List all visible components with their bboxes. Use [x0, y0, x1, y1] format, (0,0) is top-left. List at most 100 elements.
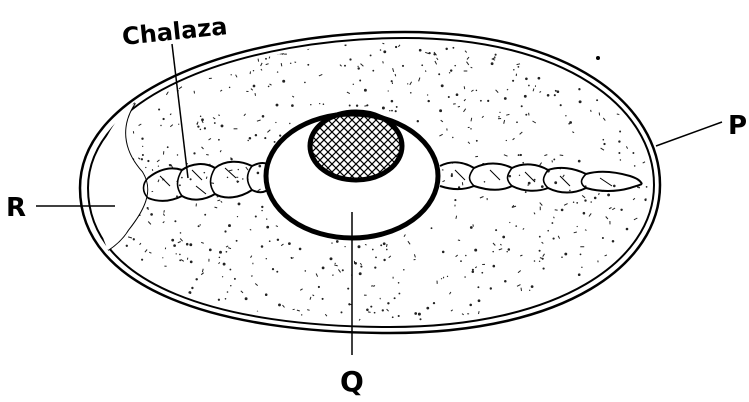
albumen-speck	[283, 305, 285, 307]
albumen-speck	[468, 142, 470, 144]
albumen-speck	[281, 63, 282, 66]
albumen-speck	[544, 155, 547, 156]
albumen-speck	[158, 108, 160, 110]
albumen-speck	[274, 141, 276, 143]
albumen-speck	[374, 266, 376, 268]
albumen-speck	[277, 47, 280, 50]
albumen-speck	[601, 148, 604, 150]
albumen-speck	[493, 243, 495, 246]
albumen-speck	[387, 309, 389, 311]
albumen-speck	[356, 105, 358, 107]
albumen-speck	[398, 315, 400, 317]
albumen-speck	[290, 63, 291, 64]
albumen-speck	[318, 286, 320, 288]
albumen-speck	[206, 177, 207, 179]
albumen-speck	[419, 49, 422, 52]
albumen-speck	[179, 184, 181, 186]
albumen-speck	[498, 116, 500, 118]
albumen-speck	[229, 87, 231, 89]
albumen-speck	[504, 120, 505, 124]
albumen-speck	[591, 110, 592, 112]
albumen-speck	[191, 287, 193, 289]
albumen-speck	[359, 80, 361, 82]
albumen-speck	[226, 246, 228, 247]
albumen-speck	[454, 199, 456, 201]
albumen-speck	[258, 165, 261, 168]
albumen-speck	[265, 293, 268, 296]
albumen-speck	[395, 110, 397, 112]
albumen-speck	[469, 304, 472, 307]
albumen-speck	[402, 65, 404, 67]
albumen-speck	[282, 80, 285, 83]
albumen-speck	[473, 224, 474, 226]
albumen-speck	[179, 87, 182, 89]
albumen-speck	[492, 251, 494, 253]
albumen-speck	[398, 45, 400, 47]
albumen-speck	[574, 232, 577, 233]
albumen-speck	[603, 143, 605, 145]
albumen-speck	[525, 191, 527, 193]
albumen-speck	[170, 125, 173, 127]
albumen-speck	[374, 285, 375, 286]
albumen-speck	[447, 276, 448, 277]
albumen-speck	[353, 84, 354, 85]
albumen-speck	[525, 114, 527, 116]
albumen-speck	[596, 99, 598, 101]
albumen-speck	[258, 189, 261, 191]
albumen-speck	[162, 257, 163, 258]
albumen-speck	[495, 54, 497, 56]
albumen-speck	[500, 244, 501, 245]
albumen-speck	[253, 85, 256, 88]
albumen-speck	[190, 261, 193, 264]
albumen-speck	[603, 139, 605, 141]
albumen-speck	[266, 258, 267, 259]
albumen-speck	[170, 114, 171, 115]
albumen-speck	[520, 154, 522, 156]
albumen-speck	[365, 244, 367, 245]
albumen-speck	[521, 288, 522, 291]
albumen-speck	[560, 104, 562, 106]
albumen-speck	[227, 177, 229, 179]
albumen-speck	[540, 203, 543, 206]
albumen-speck	[255, 284, 258, 286]
albumen-speck	[561, 209, 564, 212]
albumen-speck	[479, 311, 480, 314]
albumen-speck	[553, 238, 555, 240]
albumen-speck	[347, 288, 349, 290]
albumen-speck	[387, 244, 388, 247]
albumen-speck	[634, 165, 636, 167]
albumen-speck	[217, 200, 220, 201]
albumen-speck	[344, 65, 346, 67]
albumen-speck	[481, 272, 483, 274]
albumen-speck	[541, 185, 544, 188]
albumen-speck	[149, 252, 151, 253]
albumen-speck	[555, 90, 557, 92]
albumen-speck	[410, 92, 412, 94]
albumen-speck	[398, 282, 400, 284]
albumen-speck	[443, 277, 444, 279]
albumen-speck	[522, 162, 524, 164]
albumen-speck	[578, 88, 580, 90]
albumen-speck	[275, 122, 276, 123]
albumen-speck	[220, 150, 221, 152]
albumen-speck	[307, 64, 309, 66]
albumen-speck	[267, 130, 270, 133]
albumen-speck	[336, 240, 339, 243]
albumen-speck	[310, 104, 311, 105]
albumen-speck	[291, 257, 293, 259]
albumen-speck	[173, 244, 176, 247]
albumen-speck	[372, 70, 374, 72]
albumen-speck	[435, 61, 437, 64]
albumen-speck	[467, 62, 469, 65]
albumen-speck	[393, 68, 394, 72]
albumen-speck	[255, 215, 257, 217]
albumen-speck	[141, 138, 143, 140]
albumen-speck	[244, 114, 246, 116]
albumen-speck	[307, 310, 309, 311]
albumen-speck	[242, 178, 243, 179]
albumen-speck	[261, 69, 262, 70]
albumen-speck	[179, 259, 181, 261]
albumen-speck	[579, 100, 582, 103]
albumen-speck	[465, 51, 467, 53]
albumen-speck	[452, 137, 453, 138]
